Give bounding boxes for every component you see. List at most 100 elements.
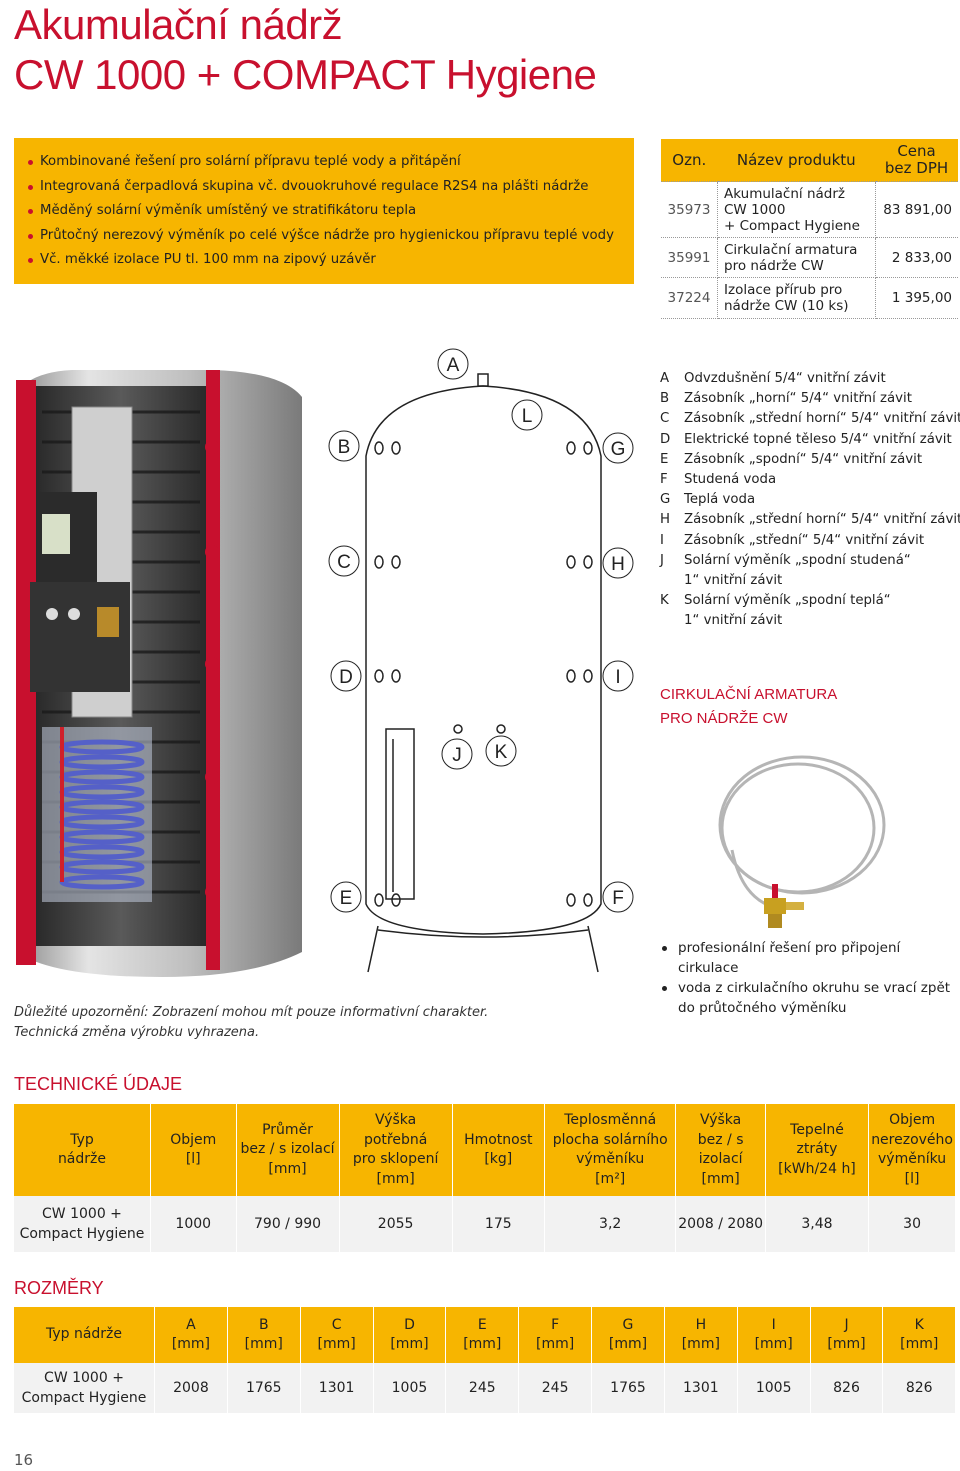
legend-text: Teplá voda: [684, 492, 756, 508]
dims-section-heading: ROZMĚRY: [14, 1278, 104, 1298]
title-line-2: CW 1000 + COMPACT Hygiene: [14, 51, 597, 98]
tank-cutaway-illustration: [16, 370, 302, 977]
product-name-line: + Compact Hygiene: [724, 217, 860, 234]
legend-row: B Zásobník „horní“ 5/4“ vnitřní závit: [660, 389, 960, 409]
dims-cell: 1005: [737, 1363, 811, 1413]
diagram-label-d: D: [330, 660, 362, 692]
product-code: 37224: [661, 277, 718, 319]
legend-text: Zásobník „spodní“ 5/4“ vnitřní závit: [684, 451, 923, 467]
legend-row: A Odvzdušnění 5/4“ vnitřní závit: [660, 369, 960, 389]
dims-cell: 1765: [227, 1363, 301, 1413]
dims-type-cell: CW 1000 +Compact Hygiene: [14, 1363, 155, 1413]
table-row: 35991 Cirkulační armatura pro nádrže CW …: [661, 237, 958, 278]
circulation-bullet-line: voda z cirkulačního okruhu se vrací zpět: [678, 980, 951, 996]
legend-row: D Elektrické topné těleso 5/4“ vnitřní zá…: [660, 430, 960, 450]
diagram-label-e: E: [330, 881, 362, 913]
price-header-line-1: Cena: [897, 142, 936, 160]
feature-item: Integrovaná čerpadlová skupina vč. dvouo…: [26, 175, 622, 200]
legend-text: Odvzdušnění 5/4“ vnitřní závit: [684, 371, 886, 386]
product-price: 2 833,00: [875, 237, 958, 278]
note-line: Technická změna výrobku vyhrazena.: [14, 1025, 260, 1040]
diagram-label-text: A: [447, 355, 460, 376]
legend-key: B: [660, 391, 670, 407]
dims-col-header: B[mm]: [227, 1307, 301, 1363]
feature-item: Vč. měkké izolace PU tl. 100 mm na zipov…: [26, 248, 622, 273]
legend-row: J Solární výměník „spodní studená“: [660, 551, 960, 571]
legend-key: E: [660, 451, 669, 467]
diagram-label-h: H: [602, 547, 634, 579]
dims-col-header: J[mm]: [810, 1307, 884, 1363]
feature-item: Kombinované řešení pro solární přípravu …: [26, 150, 622, 175]
table-row: CW 1000 +Compact Hygiene 2008 1765 1301 …: [14, 1363, 955, 1413]
product-code: 35991: [661, 237, 718, 278]
legend-key: K: [660, 593, 669, 609]
legend-text: Zásobník „horní“ 5/4“ vnitřní závit: [684, 391, 912, 407]
product-name-line: pro nádrže CW: [724, 257, 824, 274]
dims-col-header: G[mm]: [591, 1307, 665, 1363]
table-row: 35973 Akumulační nádrž CW 1000 + Compact…: [661, 181, 958, 238]
diagram-label-text: B: [338, 437, 351, 458]
diagram-label-text: F: [612, 888, 624, 909]
dims-cell: 826: [810, 1363, 884, 1413]
feature-item: Měděný solární výměník umístěný ve strat…: [26, 199, 622, 224]
diagram-label-b: B: [328, 430, 360, 462]
legend-key: D: [660, 431, 671, 447]
dims-col-header: I[mm]: [737, 1307, 811, 1363]
product-name-line: Izolace přírub pro: [724, 282, 843, 298]
dims-col-header: H[mm]: [664, 1307, 738, 1363]
diagram-label-i: I: [602, 660, 634, 692]
dims-col-header: E[mm]: [445, 1307, 520, 1363]
dims-col-header: C[mm]: [300, 1307, 374, 1363]
diagram-label-text: L: [522, 406, 533, 427]
legend-row-cont: 1“ vnitřní závit: [660, 571, 960, 591]
legend-text: Solární výměník „spodní studená“: [684, 552, 911, 568]
dims-cell: 2008: [154, 1363, 228, 1413]
legend-text: 1“ vnitřní závit: [684, 613, 783, 629]
product-name-line: Akumulační nádrž: [724, 185, 845, 202]
legend-row-cont: 1“ vnitřní závit: [660, 611, 960, 631]
diagram-label-text: J: [452, 745, 462, 766]
tech-cell: 2008 / 2080: [675, 1196, 766, 1252]
legend-key: A: [660, 371, 670, 386]
product-code: 35973: [661, 181, 718, 238]
product-price: 83 891,00: [875, 181, 958, 238]
diagram-label-c: C: [328, 545, 360, 577]
circulation-bullet-line: do průtočného výměníku: [678, 1000, 847, 1016]
product-name: Izolace přírub pro nádrže CW (10 ks): [717, 277, 876, 319]
tech-cell: 3,2: [544, 1196, 677, 1252]
features-box: Kombinované řešení pro solární přípravu …: [14, 138, 634, 284]
diagram-label-text: H: [611, 554, 625, 575]
diagram-label-text: C: [337, 552, 351, 573]
dims-col-header: Typ nádrže: [14, 1307, 155, 1363]
tech-cell: 2055: [339, 1196, 453, 1252]
tank-dimension-diagram: A L B G C H D I J K E F: [328, 348, 634, 973]
col-header-price: Cena bez DPH: [875, 139, 958, 182]
legend-text: Zásobník „střední horní“ 5/4“ vnitřní zá…: [684, 411, 960, 427]
page-title: Akumulační nádrž CW 1000 + COMPACT Hygie…: [14, 0, 597, 100]
product-price: 1 395,00: [875, 277, 958, 319]
legend-key: I: [660, 532, 664, 548]
connection-legend: A Odvzdušnění 5/4“ vnitřní závit B Zásobní…: [660, 369, 960, 632]
tech-col-header: Objem[l]: [150, 1104, 237, 1196]
legend-text: Elektrické topné těleso 5/4“ vnitřní záv…: [684, 431, 952, 447]
table-row: 37224 Izolace přírub pro nádrže CW (10 k…: [661, 277, 958, 319]
product-name-line: CW 1000: [724, 201, 786, 218]
product-name-line: nádrže CW (10 ks): [724, 298, 849, 314]
diagram-label-g: G: [602, 432, 634, 464]
circulation-hose-image: [718, 755, 886, 928]
dims-cell: 826: [882, 1363, 955, 1413]
circulation-bullet: profesionální řešení pro připojení cirku…: [660, 938, 960, 978]
legend-key: C: [660, 411, 670, 427]
circulation-bullet: voda z cirkulačního okruhu se vrací zpět…: [660, 978, 960, 1018]
legend-key: J: [660, 552, 664, 568]
dims-col-header: K[mm]: [882, 1307, 955, 1363]
dims-cell: 1765: [591, 1363, 665, 1413]
